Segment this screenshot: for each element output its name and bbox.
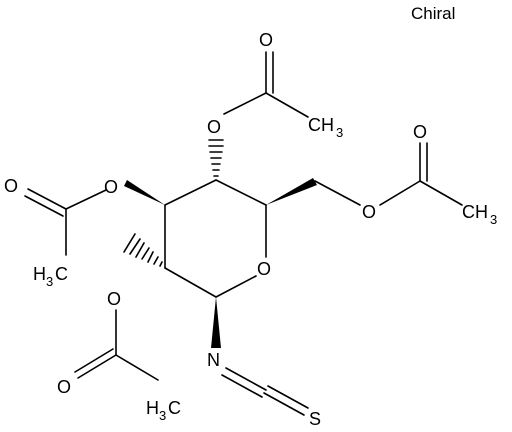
atom-ch3-left-h: H	[33, 264, 46, 284]
bond-c1-oring	[215, 275, 257, 298]
bond-c-o-double-left-a	[27, 188, 67, 210]
bond-o-c-right	[379, 180, 421, 206]
atom-ch3-right: CH	[462, 202, 488, 222]
bond-c-o-double-bottom-a	[77, 354, 117, 379]
isothiocyanate	[211, 297, 309, 416]
atom-ch3-left-c: C	[55, 264, 68, 284]
atom-ch3-bottom-c: C	[168, 398, 181, 418]
atom-labels: O O CH 3 O O H 3 C O O CH 3 O O O H 3 C …	[4, 30, 497, 429]
atom-ch3-left-sub: 3	[46, 274, 53, 289]
ring-bonds	[164, 179, 267, 298]
atom-o-bottom-carbonyl: O	[57, 377, 71, 397]
bond-c4-c5	[215, 179, 267, 206]
bond-c-ch3-top	[265, 92, 309, 118]
atom-o-top-carbonyl: O	[259, 30, 273, 50]
atom-o-top-ester: O	[207, 117, 221, 137]
atom-o-left-ester: O	[104, 177, 118, 197]
hash-bond-c4-o	[208, 139, 224, 177]
atom-o-right-carbonyl: O	[413, 122, 427, 142]
bond-c-s-double-b	[267, 385, 309, 409]
top-acetoxy	[208, 51, 309, 177]
bond-n-c-double-a	[225, 367, 267, 391]
chiral-label: Chiral	[411, 4, 455, 23]
atom-o-right-ester: O	[362, 202, 376, 222]
left-acetoxy	[24, 180, 165, 256]
bond-n-c-double-b	[221, 374, 263, 398]
atom-ch3-bottom-sub: 3	[159, 408, 166, 423]
bond-ch2-o	[314, 180, 361, 206]
hash-bond-c2-o	[123, 233, 163, 267]
atom-ch3-bottom-h: H	[146, 398, 159, 418]
bond-c-s-double-a	[263, 392, 305, 416]
atom-ch3-top-sub: 3	[336, 125, 343, 140]
bond-c-o-double-bottom-b	[74, 348, 114, 373]
atom-o-bottom-ester: O	[107, 289, 121, 309]
atom-o-ring: O	[257, 259, 271, 279]
wedge-c5-ch2	[266, 178, 317, 205]
right-acetoxymethyl	[266, 142, 463, 206]
atom-ch3-right-sub: 3	[490, 212, 497, 227]
wedge-c3-o	[124, 180, 165, 205]
bond-c-ch3-right	[419, 180, 463, 206]
bond-c2-c1	[164, 267, 217, 298]
bond-o-c-left	[65, 189, 107, 210]
bond-c-ch3-bottom	[115, 354, 159, 381]
atom-n: N	[207, 350, 220, 370]
bottom-acetoxy	[74, 233, 163, 381]
bond-o-c-top	[223, 92, 267, 115]
atom-s: S	[309, 409, 321, 429]
bond-c4-c3	[164, 179, 217, 206]
atom-o-left-carbonyl: O	[4, 176, 18, 196]
bond-c-o-double-left-b	[24, 195, 64, 217]
atom-ch3-top: CH	[308, 115, 334, 135]
wedge-c1-n	[211, 297, 221, 348]
